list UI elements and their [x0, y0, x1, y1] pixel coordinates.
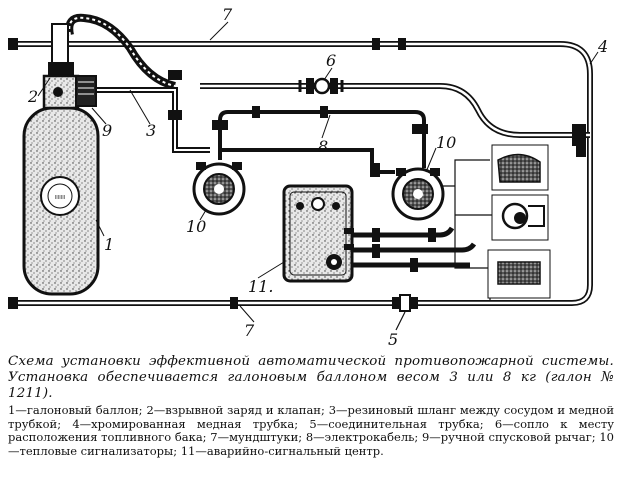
- label-9: 9: [102, 121, 112, 140]
- hose-3: [65, 13, 210, 153]
- cable-8: [212, 106, 428, 177]
- label-2: 2: [27, 87, 38, 106]
- alarm-centre: [282, 184, 354, 283]
- heat-detector-left: [192, 162, 246, 216]
- diagram-legend: 1—галоновый баллон; 2—взрывной заряд и к…: [8, 403, 614, 458]
- connector-5: [392, 294, 418, 331]
- label-7-bottom: 7: [244, 321, 255, 340]
- svg-text:IIIIIII: IIIIIII: [55, 195, 65, 201]
- right-tee-branch: [200, 83, 590, 157]
- valve-assembly: [42, 23, 97, 110]
- heat-detector-right: [391, 167, 445, 221]
- label-6: 6: [326, 51, 336, 70]
- label-11: 11.: [248, 277, 273, 296]
- leader-lines: [37, 21, 599, 323]
- right-wiring: [352, 159, 495, 300]
- top-left-nozzle: [8, 38, 18, 50]
- label-10-right: 10: [436, 133, 456, 152]
- halon-bottle: IIIIIII: [22, 106, 100, 296]
- label-7-top: 7: [222, 5, 233, 24]
- label-3: 3: [146, 121, 156, 140]
- bottom-left-nozzle: [8, 297, 18, 309]
- right-equipment: [487, 144, 551, 299]
- label-8: 8: [318, 137, 328, 156]
- nozzle-6: [298, 77, 344, 95]
- label-10-left: 10: [186, 217, 206, 236]
- fire-suppression-diagram: IIIIIII: [8, 5, 608, 349]
- diagram-caption: Схема установки эффективной автоматическ…: [8, 354, 614, 401]
- label-5: 5: [388, 330, 398, 349]
- label-1: 1: [104, 235, 114, 254]
- top-pipe: [8, 38, 593, 309]
- label-4: 4: [597, 37, 608, 56]
